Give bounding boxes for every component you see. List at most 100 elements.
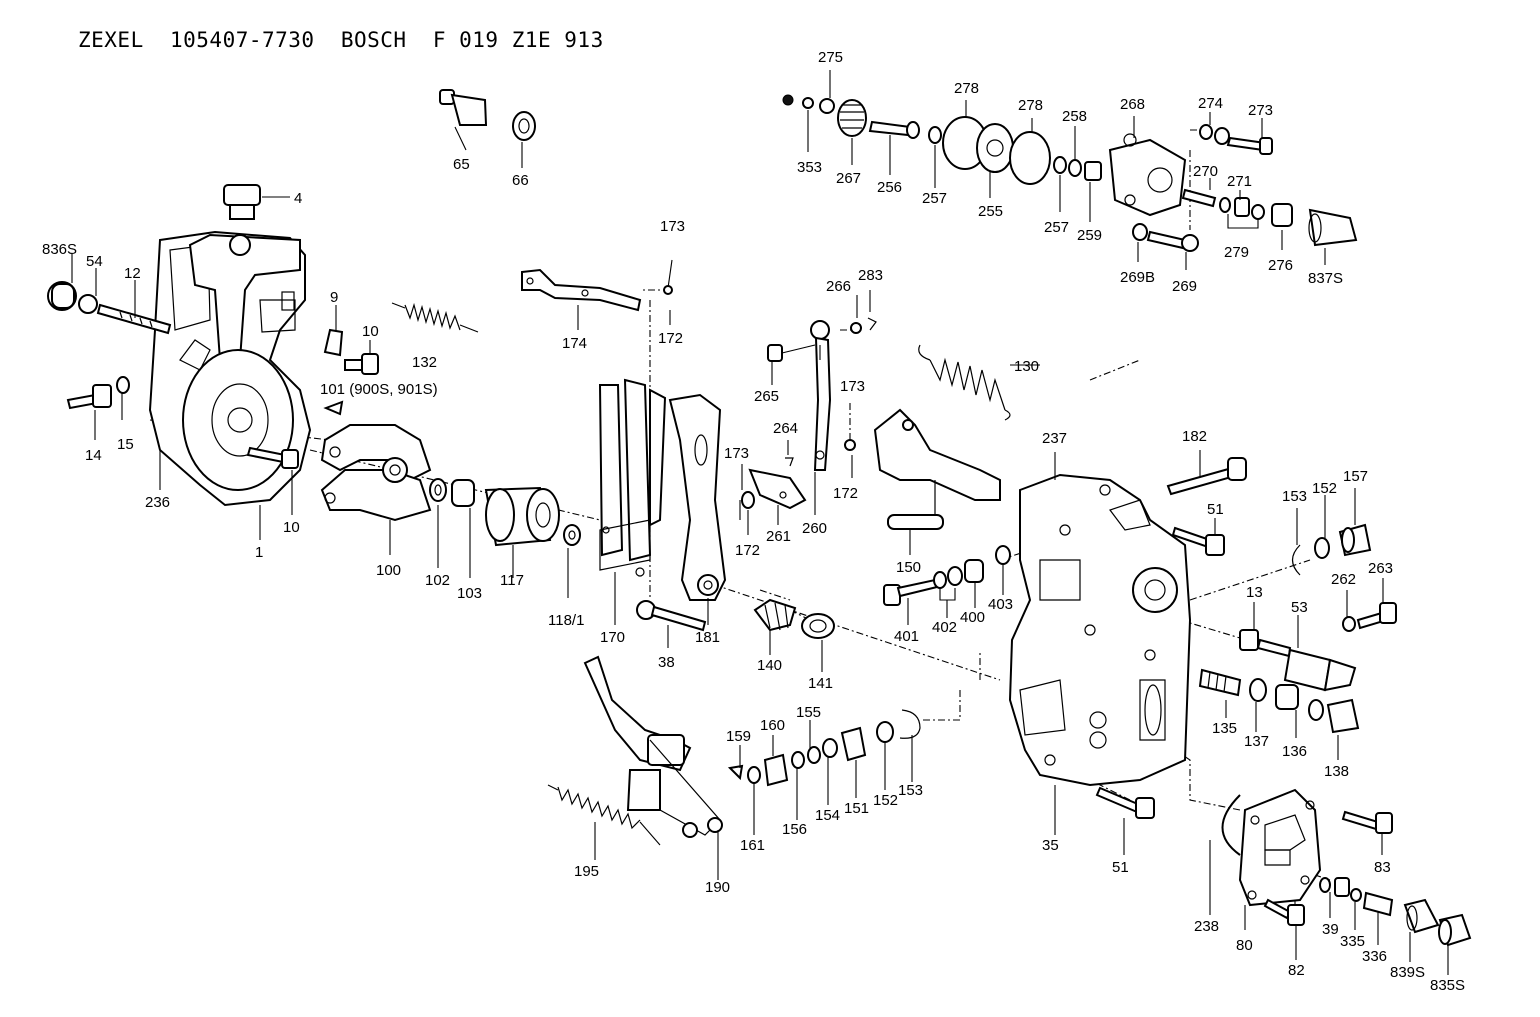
label-336: 336 [1362,948,1387,965]
label-13: 13 [1246,584,1263,601]
label-258: 258 [1062,108,1087,125]
label-269b: 269B [1120,269,1155,286]
label-839s: 839S [1390,964,1425,981]
bolt-263-group [1342,602,1397,632]
label-237: 237 [1042,430,1067,447]
label-274: 274 [1198,95,1223,112]
label-190: 190 [705,879,730,896]
lever-150 [873,408,1001,530]
bracket-9-group [323,328,379,375]
label-117: 117 [500,572,524,589]
bolt-14-group [66,376,130,440]
leader-lines [71,70,1449,975]
label-273: 273 [1248,102,1273,119]
label-1: 1 [255,544,263,561]
label-172a: 172 [658,330,683,347]
label-10b: 10 [283,519,300,536]
label-353: 353 [797,159,822,176]
bolt-182 [1166,457,1247,496]
label-275: 275 [818,49,843,66]
label-80: 80 [1236,937,1253,954]
bolt-38 [636,600,707,632]
label-174: 174 [562,335,587,352]
label-276: 276 [1268,257,1293,274]
label-195: 195 [574,863,599,880]
label-159: 159 [726,728,751,745]
label-160: 160 [760,717,785,734]
label-51b: 51 [1112,859,1129,876]
label-100: 100 [376,562,401,579]
screw-stack-839s [1319,877,1472,947]
label-260: 260 [802,520,827,537]
label-153a: 153 [1282,488,1307,505]
label-12: 12 [124,265,141,282]
lever-181 [668,393,727,601]
label-151: 151 [844,800,869,817]
label-35: 35 [1042,837,1059,854]
spring-130 [918,344,1011,421]
label-152b: 152 [873,792,898,809]
label-283: 283 [858,267,883,284]
lever-170 [598,378,667,577]
label-172b: 172 [833,485,858,502]
spring-132 [391,302,479,333]
cover-268 [1108,124,1358,252]
label-173a: 173 [660,218,685,235]
hub-stack [429,478,581,547]
label-83: 83 [1374,859,1391,876]
cover-80 [1221,788,1322,907]
label-182: 182 [1182,428,1207,445]
cap-836s-group [47,281,172,335]
label-54: 54 [86,253,103,270]
bracket-174 [521,259,673,312]
label-268: 268 [1120,96,1145,113]
label-150: 150 [896,559,921,576]
label-262: 262 [1331,571,1356,588]
label-256: 256 [877,179,902,196]
label-263: 263 [1368,560,1393,577]
label-66: 66 [512,172,529,189]
fitting-65 [439,89,536,141]
label-39: 39 [1322,921,1339,938]
fitting-157-group [1291,523,1372,576]
label-173b: 173 [840,378,865,395]
label-132: 132 [412,354,437,371]
label-835s: 835S [1430,977,1465,994]
label-255: 255 [978,203,1003,220]
label-403: 403 [988,596,1013,613]
label-170: 170 [600,629,625,646]
label-279: 279 [1224,244,1249,261]
label-38: 38 [658,654,675,671]
label-102: 102 [425,572,450,589]
plug-4 [223,184,290,220]
label-152a: 152 [1312,480,1337,497]
label-9: 9 [330,289,338,306]
bolt-82 [1263,898,1305,926]
label-156: 156 [782,821,807,838]
bolt-10-lower [246,446,299,469]
label-51a: 51 [1207,501,1224,518]
label-335: 335 [1340,933,1365,950]
label-261: 261 [766,528,791,545]
label-269: 269 [1172,278,1197,295]
label-138: 138 [1324,763,1349,780]
label-402: 402 [932,619,957,636]
flyweight-100 [320,424,432,522]
label-10a: 10 [362,323,379,340]
label-154: 154 [815,807,840,824]
label-103: 103 [457,585,482,602]
label-136: 136 [1282,743,1307,760]
label-137: 137 [1244,733,1269,750]
label-181: 181 [695,629,720,646]
label-141: 141 [808,675,833,692]
label-400: 400 [960,609,985,626]
clip-101 [323,400,344,416]
adjuster-400-group [883,545,1011,606]
label-130: 130 [1014,358,1039,375]
bolt-83 [1341,810,1393,834]
label-118-1: 118/1 [548,612,584,629]
label-267: 267 [836,170,861,187]
label-15: 15 [117,436,134,453]
label-278a: 278 [954,80,979,97]
label-278b: 278 [1018,97,1043,114]
